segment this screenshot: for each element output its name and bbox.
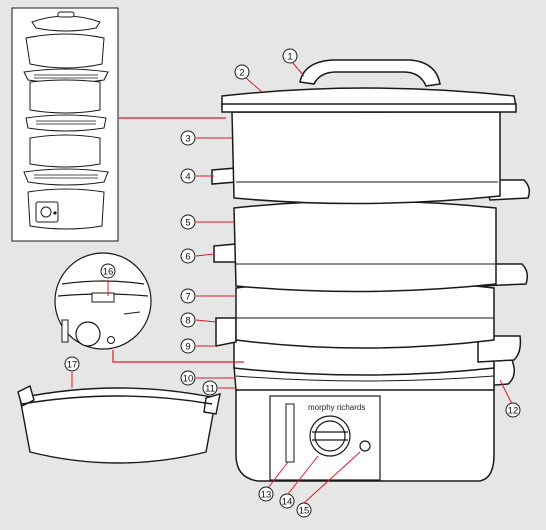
brand-logo: morphy richards <box>308 403 365 412</box>
callout-13 <box>258 486 274 502</box>
timer-dial <box>309 415 351 457</box>
callout-9 <box>180 338 196 354</box>
svg-text:16: 16 <box>103 267 114 278</box>
svg-text:15: 15 <box>299 506 310 517</box>
control-panel: morphy richards <box>269 395 381 481</box>
callout-numbers: 1 2 3 4 5 6 7 8 9 10 11 12 13 14 15 16 1… <box>67 52 519 517</box>
svg-text:2: 2 <box>239 68 244 79</box>
svg-text:6: 6 <box>185 252 190 263</box>
callout-2 <box>234 64 250 80</box>
callout-5 <box>180 214 196 230</box>
water-level-indicator <box>285 403 295 463</box>
svg-text:13: 13 <box>261 490 272 501</box>
callout-10 <box>180 370 196 386</box>
power-indicator-light <box>359 440 371 452</box>
callout-7 <box>180 288 196 304</box>
callout-17 <box>64 356 80 372</box>
svg-text:4: 4 <box>185 172 190 183</box>
callout-6 <box>180 248 196 264</box>
exploded-view-inset <box>11 7 119 242</box>
svg-text:14: 14 <box>282 497 293 508</box>
callout-16 <box>100 263 116 279</box>
svg-text:3: 3 <box>185 134 190 145</box>
svg-text:11: 11 <box>205 384 215 395</box>
callout-11 <box>202 380 218 396</box>
svg-text:8: 8 <box>185 316 190 327</box>
detail-zoom <box>54 252 152 350</box>
zoom-leader <box>112 350 244 363</box>
svg-text:5: 5 <box>185 218 190 229</box>
steaming-bowl-1 <box>231 111 501 205</box>
svg-text:17: 17 <box>67 360 78 371</box>
callout-1 <box>282 48 298 64</box>
svg-text:1: 1 <box>287 52 292 63</box>
svg-text:7: 7 <box>185 292 190 303</box>
svg-text:12: 12 <box>508 406 519 417</box>
callout-15 <box>296 502 312 518</box>
lid-handle <box>299 59 441 87</box>
callout-markers <box>64 48 521 518</box>
svg-text:10: 10 <box>183 374 194 385</box>
callout-12 <box>505 402 521 418</box>
callout-3 <box>180 130 196 146</box>
svg-text:9: 9 <box>185 342 190 353</box>
callout-14 <box>279 493 295 509</box>
rice-bowl <box>17 384 221 464</box>
steaming-bowl-2 <box>233 200 497 293</box>
callout-leaders <box>71 61 513 504</box>
callout-4 <box>180 168 196 184</box>
callout-8 <box>180 312 196 328</box>
